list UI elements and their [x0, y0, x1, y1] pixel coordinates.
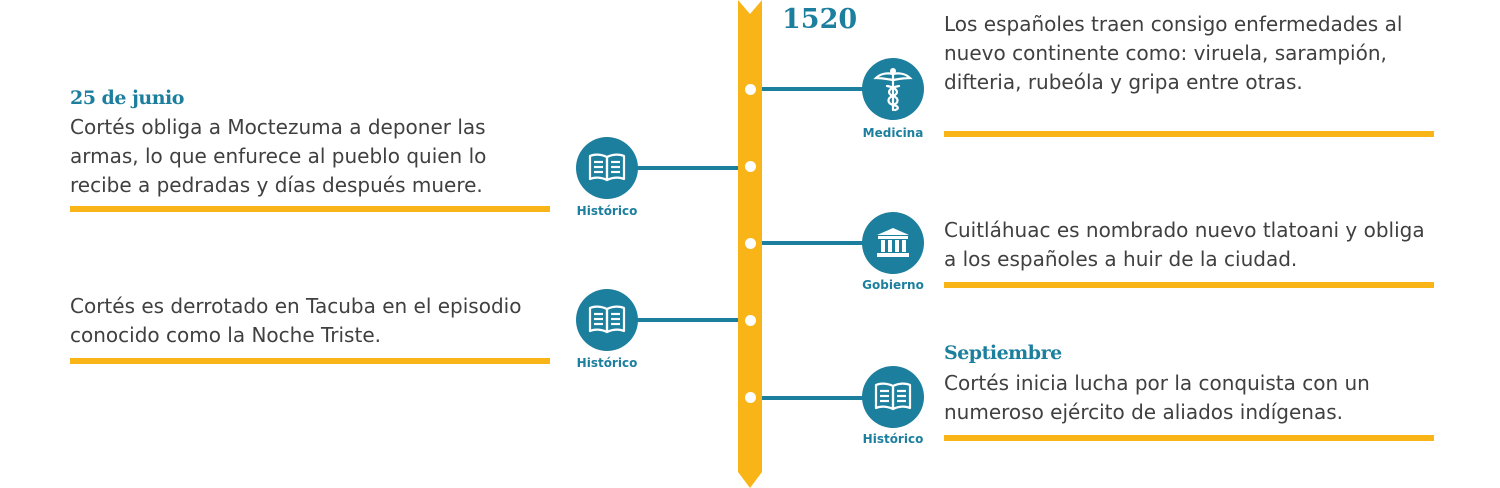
- event-underline: [944, 131, 1434, 137]
- event-underline: [944, 435, 1434, 441]
- event-underline: [70, 206, 550, 212]
- category-label: Gobierno: [862, 278, 924, 292]
- government-building-icon: [862, 212, 924, 274]
- event-text: Los españoles traen consigo enfermedades…: [944, 12, 1403, 94]
- book-icon: [576, 289, 638, 351]
- timeline-dot: [745, 392, 756, 403]
- event-date: 25 de junio: [70, 87, 184, 109]
- book-icon: [576, 137, 638, 199]
- event-date: Septiembre: [944, 342, 1062, 364]
- connector-line: [762, 241, 864, 245]
- timeline-dot: [745, 238, 756, 249]
- event-underline: [944, 282, 1434, 288]
- event-text: Cortés es derrotado en Tacuba en el epis…: [70, 294, 522, 347]
- event-text: Cuitláhuac es nombrado nuevo tlatoani y …: [944, 218, 1425, 271]
- connector-line: [762, 396, 864, 400]
- event-text: Cortés obliga a Moctezuma a deponer las …: [70, 115, 487, 197]
- book-icon: [862, 366, 924, 428]
- category-label: Histórico: [576, 356, 638, 370]
- event-underline: [70, 358, 550, 364]
- timeline-dot: [745, 315, 756, 326]
- connector-line: [636, 166, 738, 170]
- year-label: 1520: [782, 4, 858, 35]
- connector-line: [636, 318, 738, 322]
- event-text: Cortés inicia lucha por la conquista con…: [944, 371, 1370, 424]
- category-label: Histórico: [576, 204, 638, 218]
- timeline-dot: [745, 161, 756, 172]
- category-label: Medicina: [862, 126, 924, 140]
- connector-line: [762, 87, 864, 91]
- timeline-dot: [745, 84, 756, 95]
- caduceus-icon: [862, 58, 924, 120]
- category-label: Histórico: [862, 432, 924, 446]
